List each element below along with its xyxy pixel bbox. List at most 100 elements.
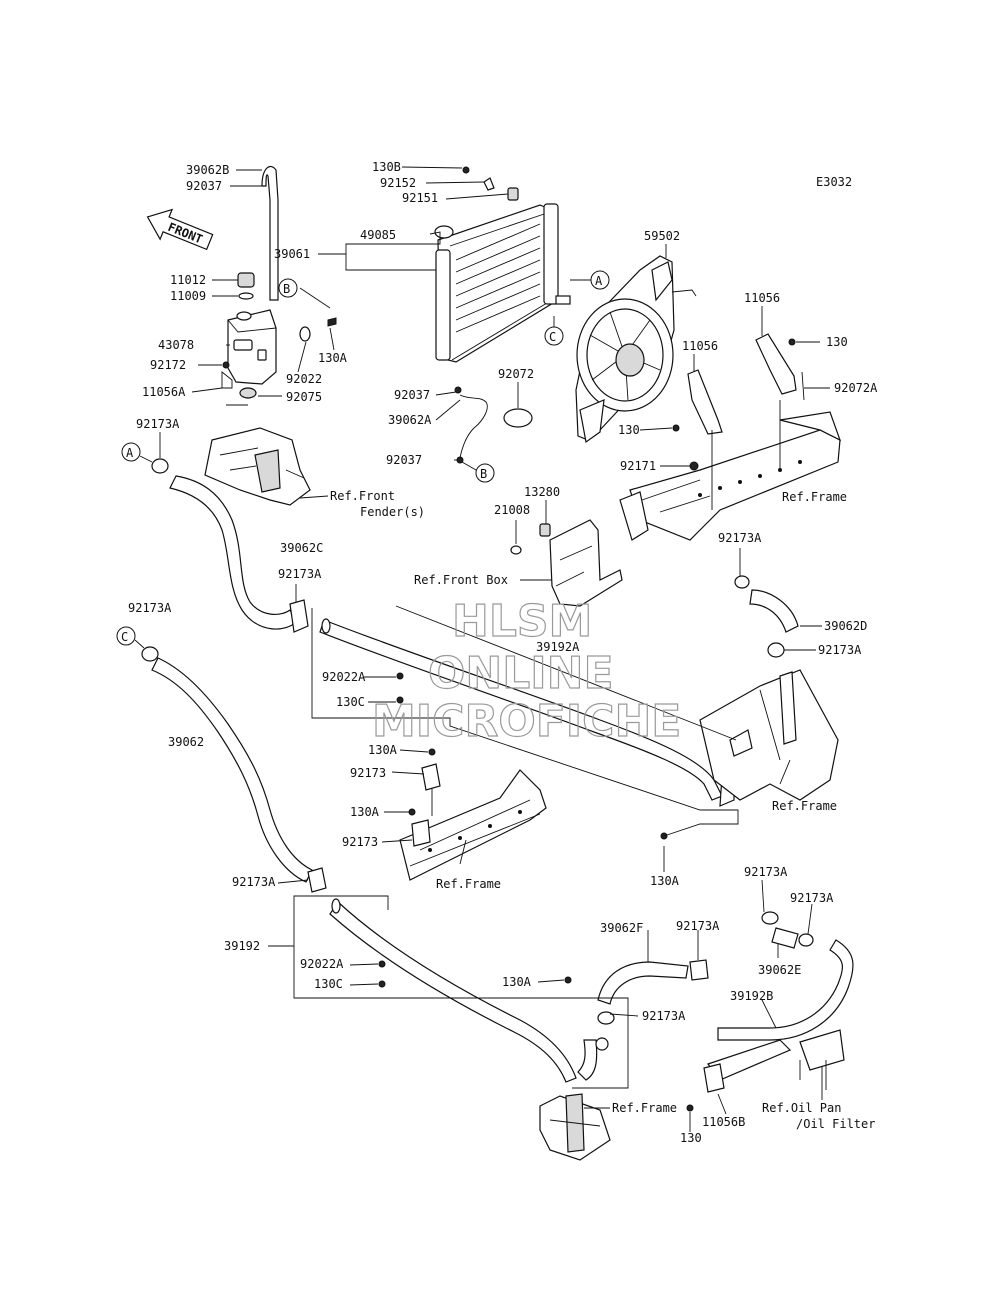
ref-front-fender-2[interactable]: Fender(s) <box>360 505 425 519</box>
radiator-cap[interactable] <box>434 225 454 239</box>
label-92022-tank[interactable]: 92022 <box>286 372 322 386</box>
clip-92072[interactable] <box>503 408 533 428</box>
label-92173A-c[interactable]: 92173A <box>718 531 762 545</box>
ref-frame-3[interactable]: Ref.Frame <box>436 877 501 891</box>
label-39062E[interactable]: 39062E <box>758 963 801 977</box>
callout-B-hose[interactable]: B <box>461 461 495 483</box>
label-59502[interactable]: 59502 <box>644 229 680 243</box>
tank-grommet[interactable] <box>239 387 257 399</box>
label-39192B[interactable]: 39192B <box>730 989 773 1003</box>
frame-front <box>619 400 842 541</box>
reservoir-tank-group <box>221 165 337 406</box>
label-130C-b[interactable]: 130C <box>314 977 343 991</box>
label-92173A-e[interactable]: 92173A <box>818 643 862 657</box>
label-39192A[interactable]: 39192A <box>536 640 580 654</box>
ref-frame-1[interactable]: Ref.Frame <box>782 490 847 504</box>
label-39061[interactable]: 39061 <box>274 247 310 261</box>
ref-frame-2[interactable]: Ref.Frame <box>772 799 837 813</box>
label-92173A-h[interactable]: 92173A <box>642 1009 686 1023</box>
fan-bracket-right[interactable] <box>755 333 797 395</box>
label-92037-low[interactable]: 92037 <box>386 453 422 467</box>
radiator[interactable] <box>437 204 559 363</box>
frame-middle <box>399 748 547 881</box>
label-39062D[interactable]: 39062D <box>824 619 867 633</box>
callout-C-hose[interactable]: C <box>116 626 145 649</box>
callout-B-tank[interactable]: B <box>278 278 298 298</box>
label-130A-c[interactable]: 130A <box>650 874 680 888</box>
label-92173A-g[interactable]: 92173A <box>676 919 720 933</box>
hose-39062[interactable] <box>151 657 313 883</box>
label-11056-a[interactable]: 11056 <box>744 291 780 305</box>
label-92022A-b[interactable]: 92022A <box>300 957 344 971</box>
label-92171[interactable]: 92171 <box>620 459 656 473</box>
label-21008[interactable]: 21008 <box>494 503 530 517</box>
hose-39062A[interactable] <box>459 394 488 459</box>
hose-39062B[interactable] <box>261 165 279 301</box>
ref-oil-pan-2[interactable]: /Oil Filter <box>796 1117 875 1131</box>
pipe-39192B[interactable] <box>717 939 854 1041</box>
label-92173A-i[interactable]: 92173A <box>744 865 788 879</box>
front-arrow: FRONT <box>146 208 214 251</box>
pipe-39192A[interactable] <box>319 619 723 801</box>
label-92037-top[interactable]: 92037 <box>186 179 222 193</box>
callout-A-fan[interactable]: A <box>570 270 610 290</box>
label-92075[interactable]: 92075 <box>286 390 322 404</box>
label-39062C[interactable]: 39062C <box>280 541 323 555</box>
label-49085[interactable]: 49085 <box>360 228 396 242</box>
label-130A-d[interactable]: 130A <box>502 975 532 989</box>
label-92173A-f[interactable]: 92173A <box>232 875 276 889</box>
leader-lines <box>159 166 830 1132</box>
label-11056B[interactable]: 11056B <box>702 1115 745 1129</box>
label-130A-tank[interactable]: 130A <box>318 351 348 365</box>
label-39062F[interactable]: 39062F <box>600 921 643 935</box>
label-92152[interactable]: 92152 <box>380 176 416 190</box>
label-92173A-d[interactable]: 92173A <box>128 601 172 615</box>
label-13280[interactable]: 13280 <box>524 485 560 499</box>
label-39062B[interactable]: 39062B <box>186 163 229 177</box>
label-130-right[interactable]: 130 <box>826 335 848 349</box>
svg-text:ONLINE: ONLINE <box>428 648 614 699</box>
label-11009[interactable]: 11009 <box>170 289 206 303</box>
label-92172[interactable]: 92172 <box>150 358 186 372</box>
label-92173A-j[interactable]: 92173A <box>790 891 834 905</box>
label-130-fan[interactable]: 130 <box>618 423 640 437</box>
label-92173-b[interactable]: 92173 <box>342 835 378 849</box>
label-11056A[interactable]: 11056A <box>142 385 186 399</box>
label-92072[interactable]: 92072 <box>498 367 534 381</box>
ref-front-fender-1[interactable]: Ref.Front <box>330 489 395 503</box>
radiator-group <box>434 166 571 394</box>
label-130C-a[interactable]: 130C <box>336 695 365 709</box>
pipe-39192[interactable] <box>329 901 577 1083</box>
label-43078[interactable]: 43078 <box>158 338 194 352</box>
label-92022A-a[interactable]: 92022A <box>322 670 366 684</box>
label-92173-a[interactable]: 92173 <box>350 766 386 780</box>
ref-front-box[interactable]: Ref.Front Box <box>414 573 508 587</box>
label-92151[interactable]: 92151 <box>402 191 438 205</box>
hose-39062D[interactable] <box>749 589 799 633</box>
label-92072A[interactable]: 92072A <box>834 381 878 395</box>
label-92173A-a[interactable]: 92173A <box>136 417 180 431</box>
label-92037-mid[interactable]: 92037 <box>394 388 430 402</box>
fan-bracket-left[interactable] <box>687 369 723 435</box>
label-130A-b[interactable]: 130A <box>350 805 380 819</box>
label-11012[interactable]: 11012 <box>170 273 206 287</box>
ref-frame-4[interactable]: Ref.Frame <box>612 1101 677 1115</box>
callout-C-radiator[interactable]: C <box>544 316 564 346</box>
tank-cap[interactable] <box>237 272 255 288</box>
label-39192[interactable]: 39192 <box>224 939 260 953</box>
label-130-bottom[interactable]: 130 <box>680 1131 702 1145</box>
label-39062[interactable]: 39062 <box>168 735 204 749</box>
label-11056-b[interactable]: 11056 <box>682 339 718 353</box>
svg-text:C: C <box>549 330 556 344</box>
label-39062A[interactable]: 39062A <box>388 413 432 427</box>
label-92173A-b[interactable]: 92173A <box>278 567 322 581</box>
callout-A-hose[interactable]: A <box>121 442 153 463</box>
hose-39062F[interactable] <box>597 961 689 1005</box>
ref-oil-pan-1[interactable]: Ref.Oil Pan <box>762 1101 841 1115</box>
hose-39062E[interactable] <box>771 927 799 949</box>
cap-seal[interactable] <box>238 292 254 300</box>
label-130B[interactable]: 130B <box>372 160 401 174</box>
front-fender-ref <box>204 427 311 506</box>
fan-assembly[interactable] <box>575 255 697 444</box>
label-130A-a[interactable]: 130A <box>368 743 398 757</box>
